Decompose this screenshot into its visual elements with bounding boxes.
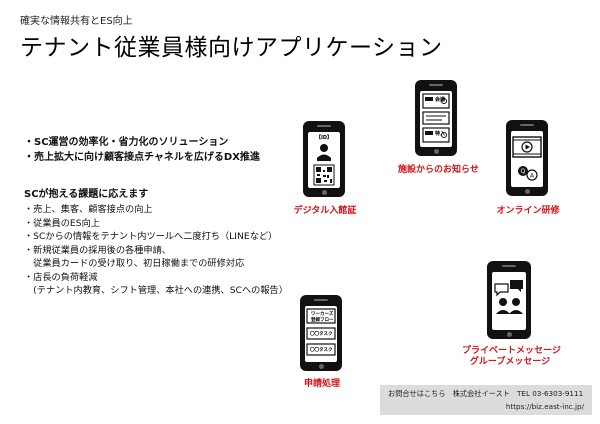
main-point: ・売上拡大に向け顧客接点チャネルを広げるDX推進: [24, 152, 260, 163]
chat-people-icon: [494, 280, 523, 314]
contact-info: お問合せはこちら 株式会社イースト TEL 03-6303-9111: [388, 389, 584, 398]
qr-code-icon: [313, 164, 335, 186]
digital-pass-phone-icon: 【ID】: [303, 121, 345, 197]
application-item-2: 〇〇タスク: [310, 332, 333, 337]
online-training-phone-icon: Q A: [506, 120, 548, 196]
notice-item-1: 会議: [435, 97, 446, 103]
applications-caption: 申請処理: [303, 379, 340, 389]
checklist-icon: [306, 308, 336, 356]
page-title: テナント従業員様向けアプリケーション: [20, 35, 443, 61]
issue-item: (テナント内教育、シフト管理、本社への連携、SCへの報告）: [24, 285, 288, 296]
main-point: ・SC運営の効率化・省力化のソリューション: [24, 137, 229, 148]
issues-heading: SCが抱える課題に応えます: [24, 189, 149, 200]
main-points: ・SC運営の効率化・省力化のソリューション ・売上拡大に向け顧客接点チャネルを広…: [24, 135, 260, 165]
issue-item: ・店長の負荷軽減: [24, 271, 98, 283]
notices-caption: 施設からのお知らせ: [398, 165, 479, 175]
issue-item: ・SCからの情報をテナント内ツールへ二度打ち（LINEなど）: [24, 231, 278, 242]
issue-item: ・新規従業員の採用後の各種申請、: [24, 244, 171, 256]
contact-url[interactable]: https://biz.east-inc.jp/: [505, 402, 584, 411]
issues-list: ・売上、集客、顧客接点の向上 ・従業員のES向上 ・SCからの情報をテナント内ツ…: [24, 203, 288, 298]
notice-item-2: 特入: [435, 131, 446, 137]
online-training-caption: オンライン研修: [496, 206, 560, 216]
video-play-icon: Q A: [512, 136, 542, 181]
notice-list-icon: [422, 93, 450, 143]
svg-text:Q: Q: [521, 168, 526, 175]
application-item-3: 〇〇タスク: [310, 348, 333, 353]
id-label: 【ID】: [315, 135, 332, 141]
application-item-1b: 登録フロー: [311, 318, 334, 323]
issue-item: ・従業員のES向上: [24, 217, 100, 229]
messages-phone-icon: [487, 261, 531, 339]
svg-text:A: A: [530, 173, 535, 180]
messages-caption-line1: プライベートメッセージ: [462, 346, 561, 356]
digital-pass-caption: デジタル入館証: [293, 206, 357, 216]
applications-phone-icon: ワーカーズ 登録フロー 〇〇タスク 〇〇タスク: [300, 295, 342, 371]
issue-item: 従業員カードの受け取り、初日稼働までの研修対応: [24, 258, 245, 269]
page-subtitle: 確実な情報共有とES向上: [20, 16, 133, 27]
issue-item: ・売上、集客、顧客接点の向上: [24, 204, 153, 215]
messages-caption-line2: グループメッセージ: [469, 357, 551, 367]
person-icon: [313, 144, 335, 186]
notices-phone-icon: 会議 特入: [415, 80, 457, 156]
contact-footer: お問合せはこちら 株式会社イースト TEL 03-6303-9111 https…: [380, 385, 592, 415]
application-item-1: ワーカーズ: [311, 312, 334, 317]
